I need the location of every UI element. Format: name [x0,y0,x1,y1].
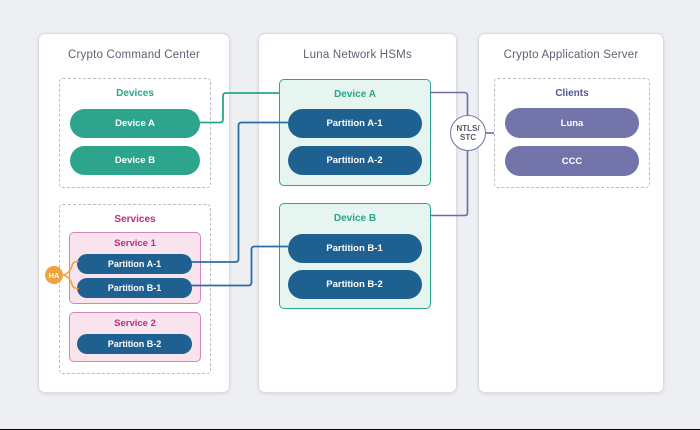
hsm-device-a-label: Device A [334,89,376,100]
clients-group-label: Clients [555,88,589,99]
devices-group-label: Devices [116,88,154,99]
hsm-partition-b2-node: Partition B-2 [287,270,422,299]
crypto-command-center-title: Crypto Command Center [67,49,201,61]
service-partition-b1-node: Partition B-1 [77,278,192,298]
hsm-partition-a2-node: Partition A-2 [287,146,422,175]
hsm-partition-b1-node: Partition B-1 [287,234,422,263]
luna-client-node: Luna [505,108,639,138]
ccc-client-node: CCC [505,146,639,176]
crypto-application-server-card: Crypto Application Server Clients Luna C… [478,33,664,393]
crypto-command-center-card: Crypto Command Center Devices Device A D… [38,33,230,393]
ntls-stc-connector-badge: NTLS/ STC [450,115,486,151]
luna-network-hsms-title: Luna Network HSMs [303,49,412,61]
device-b-node: Device B [70,146,200,175]
service-1-label: Service 1 [114,238,156,249]
services-group-label: Services [114,214,156,225]
service-1-box: Service 1 Partition A-1 Partition B-1 [69,232,201,304]
ntls-stc-label-line1: NTLS/ [456,124,480,133]
services-group: Services [59,204,211,374]
service-partition-b2-node: Partition B-2 [77,334,192,354]
device-a-node: Device A [70,109,200,138]
service-partition-a1-node: Partition A-1 [77,254,192,274]
hsm-device-a-box: Device A Partition A-1 Partition A-2 [279,79,431,186]
luna-network-hsms-card: Luna Network HSMs Device A Partition A-1… [258,33,457,393]
ntls-stc-label-line2: STC [460,133,476,142]
service-2-label: Service 2 [114,318,156,329]
hsm-device-b-box: Device B Partition B-1 Partition B-2 [279,203,431,309]
clients-group: Clients Luna CCC [494,78,650,188]
hsm-device-b-label: Device B [333,213,377,224]
hsm-partition-a1-node: Partition A-1 [287,109,422,138]
service-2-box: Service 2 Partition B-2 [69,312,201,362]
crypto-application-server-title: Crypto Application Server [503,49,639,61]
ha-badge: HA [45,266,63,284]
devices-group: Devices Device A Device B [59,78,211,188]
